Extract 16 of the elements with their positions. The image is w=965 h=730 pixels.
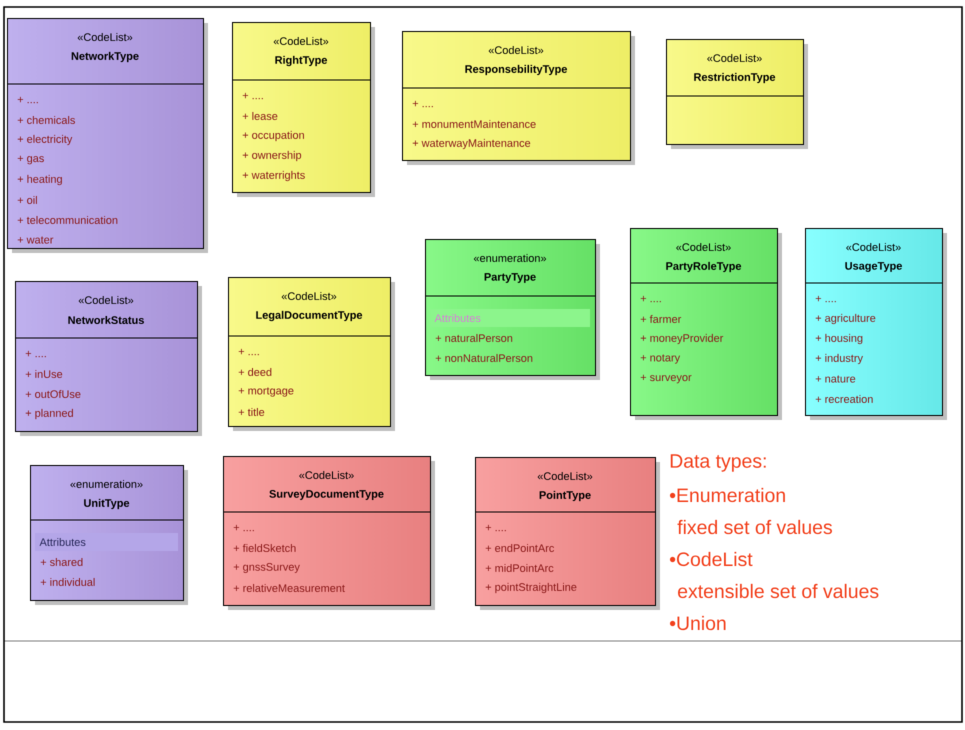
class-box: «CodeList» NetworkType + .... + chemicals + electricity + gas + heating + oil + telecommunication + water: [6, 18, 208, 253]
class-box: «CodeList» NetworkStatus + .... + inUse + outOfUse + planned: [14, 281, 202, 436]
class-box: «CodeList» PointType + .... + endPointArc + midPointArc + pointStraightLine: [474, 457, 660, 610]
class-box: «CodeList» RestrictionType: [666, 39, 808, 149]
class-box: «CodeList» LegalDocumentType + .... + deed + mortgage + title: [228, 277, 395, 431]
class-box: «enumeration» PartyType Attributes + naturalPerson + nonNaturalPerson: [424, 239, 600, 380]
class-box: «CodeList» ResponsebilityType + .... + monumentMaintenance + waterwayMaintenance: [402, 31, 635, 165]
note-text: extensible set of values: [678, 584, 878, 598]
class-box: «CodeList» UsageType + .... + agriculture + housing + industry + nature + recreation: [804, 228, 947, 420]
class-box: «CodeList» RightType + .... + lease + occupation + ownership + waterrights: [232, 22, 375, 197]
class-box: «enumeration» UnitType Attributes + shared + individual: [30, 465, 188, 605]
note-text: •Union: [670, 616, 726, 630]
note-text: fixed set of values: [677, 520, 832, 534]
class-box: «CodeList» PartyRoleType + .... + farmer + moneyProvider + notary + surveyor: [630, 228, 782, 420]
note-text: Data types:: [670, 454, 766, 472]
class-box: «CodeList» SurveyDocumentType + .... + fieldSketch + gnssSurvey + relativeMeasurement: [222, 456, 435, 610]
